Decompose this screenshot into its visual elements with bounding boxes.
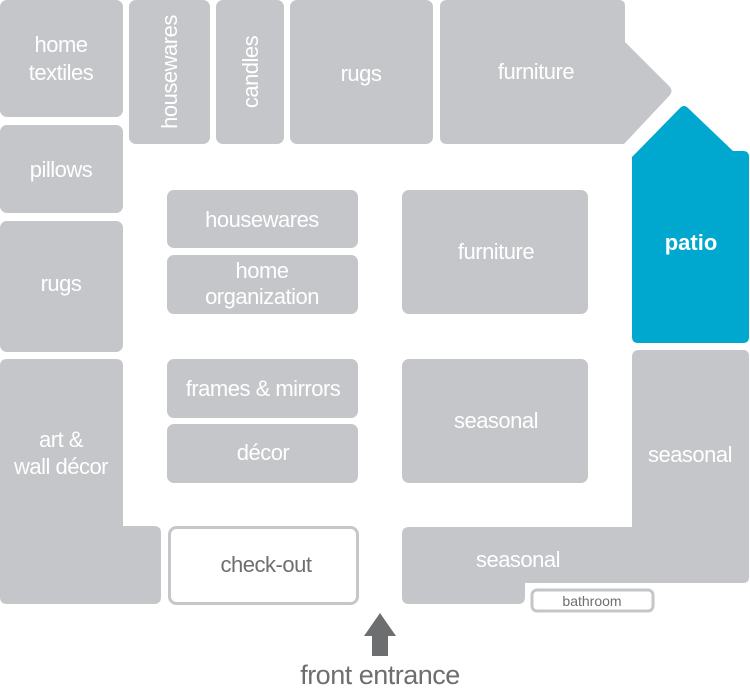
checkout-area[interactable]: check-out	[168, 526, 359, 605]
dept-seasonal-right[interactable]: seasonal seasonal	[402, 350, 749, 604]
dept-furniture-mid[interactable]: furniture	[402, 190, 588, 314]
label: patio	[665, 230, 718, 255]
dept-art-wall-decor[interactable]: art & wall décor	[0, 359, 161, 604]
bathroom[interactable]: bathroom	[530, 588, 655, 613]
label: textiles	[29, 60, 94, 85]
dept-home-textiles[interactable]: home textiles	[0, 0, 123, 117]
dept-decor[interactable]: décor	[167, 424, 358, 483]
dept-housewares-mid[interactable]: housewares	[167, 190, 358, 248]
arrow-up-icon	[364, 613, 396, 656]
dept-rugs-top[interactable]: rugs	[290, 0, 433, 144]
dept-candles[interactable]: candles	[216, 0, 284, 144]
label: check-out	[221, 552, 312, 577]
label: pillows	[30, 157, 93, 182]
label: organization	[205, 284, 319, 309]
label: rugs	[341, 61, 382, 86]
dept-rugs-left[interactable]: rugs	[0, 221, 123, 352]
label: décor	[237, 440, 290, 465]
label: housewares	[205, 207, 319, 232]
label: seasonal	[476, 547, 560, 572]
label: furniture	[498, 59, 574, 84]
label: art &	[39, 427, 84, 452]
label: home	[34, 32, 87, 57]
label: seasonal	[454, 408, 538, 433]
label: bathroom	[562, 593, 621, 609]
dept-frames-mirrors[interactable]: frames & mirrors	[167, 359, 358, 418]
dept-pillows[interactable]: pillows	[0, 125, 123, 213]
dept-furniture-top[interactable]: furniture	[440, 0, 672, 144]
front-entrance[interactable]: front entrance	[300, 613, 460, 690]
label: rugs	[41, 271, 82, 296]
label: frames & mirrors	[186, 376, 341, 401]
dept-seasonal-mid[interactable]: seasonal	[402, 359, 588, 483]
dept-home-organization[interactable]: home organization	[167, 255, 358, 314]
front-entrance-label: front entrance	[300, 660, 460, 690]
label: furniture	[458, 239, 534, 264]
dept-housewares-top[interactable]: housewares	[129, 0, 210, 144]
label: home	[235, 258, 288, 283]
dept-patio[interactable]: patio	[632, 106, 749, 343]
label: candles	[238, 35, 263, 108]
label: wall décor	[13, 454, 108, 479]
label: seasonal	[648, 442, 732, 467]
label: housewares	[157, 15, 182, 129]
